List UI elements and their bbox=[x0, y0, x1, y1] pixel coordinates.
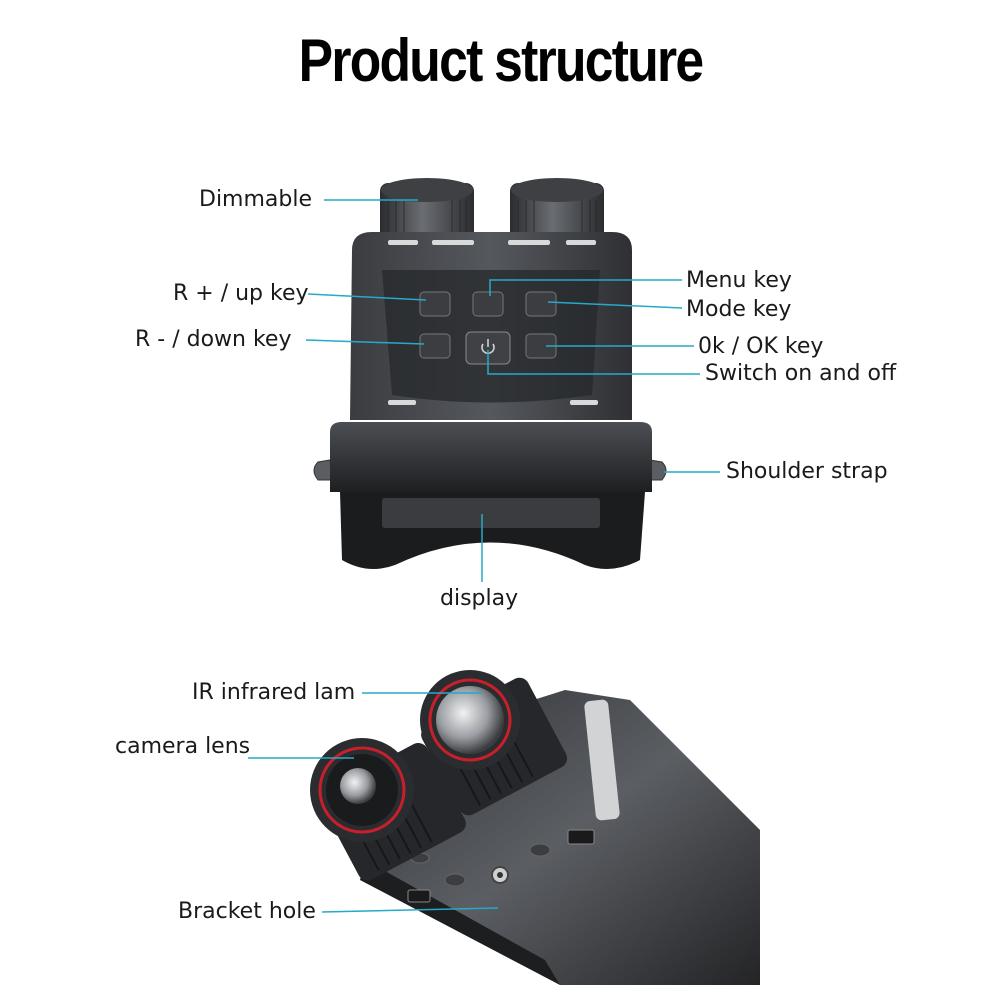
ir-lamp-red-ring bbox=[428, 678, 512, 762]
label-lens: camera lens bbox=[115, 734, 251, 759]
down-key-button bbox=[419, 333, 451, 359]
leader-menu-key bbox=[489, 279, 682, 296]
label-bracket: Bracket hole bbox=[178, 899, 316, 924]
label-display: display bbox=[440, 586, 519, 611]
bracket-hole-center bbox=[497, 872, 503, 878]
camera-lens-red-ring bbox=[318, 746, 406, 834]
eye-hood bbox=[330, 422, 652, 492]
camera-lens-glass bbox=[340, 768, 376, 804]
display-screen bbox=[382, 498, 600, 528]
page-title: Product structure bbox=[298, 27, 704, 94]
lower-highlight-right bbox=[570, 400, 598, 405]
leader-up-key bbox=[307, 293, 427, 301]
ir-lamp-glass bbox=[436, 686, 504, 754]
label-strap: Shoulder strap bbox=[726, 459, 888, 484]
mode-key-button bbox=[525, 291, 557, 317]
bottom-port bbox=[407, 889, 431, 903]
label-dimmable: Dimmable bbox=[199, 187, 313, 212]
up-key-button bbox=[419, 291, 451, 317]
key-buttons bbox=[419, 291, 557, 365]
right-eyepiece-top bbox=[511, 178, 603, 202]
left-eyepiece-top bbox=[381, 178, 473, 202]
top-highlight-tabs bbox=[388, 240, 596, 245]
leader-down-key bbox=[305, 339, 425, 345]
left-strap-lug bbox=[313, 459, 333, 481]
binocular-front-view-image bbox=[310, 670, 760, 985]
body-highlight-strip bbox=[584, 699, 620, 821]
side-port bbox=[567, 829, 595, 845]
leader-bracket bbox=[321, 907, 499, 913]
leader-power bbox=[487, 350, 700, 375]
label-up-key: R + / up key bbox=[173, 281, 309, 306]
label-ir-lamp: IR infrared lam bbox=[192, 680, 356, 705]
leader-lines bbox=[248, 199, 720, 913]
label-ok-key: 0k / OK key bbox=[698, 334, 824, 359]
label-power: Switch on and off bbox=[705, 361, 897, 386]
leader-mode-key bbox=[547, 301, 683, 309]
label-down-key: R - / down key bbox=[135, 327, 292, 352]
label-menu-key: Menu key bbox=[686, 268, 792, 293]
lower-highlight-left bbox=[388, 400, 416, 405]
menu-key-button bbox=[472, 291, 504, 317]
binocular-top-view-image bbox=[313, 178, 667, 569]
label-mode-key: Mode key bbox=[686, 297, 792, 322]
